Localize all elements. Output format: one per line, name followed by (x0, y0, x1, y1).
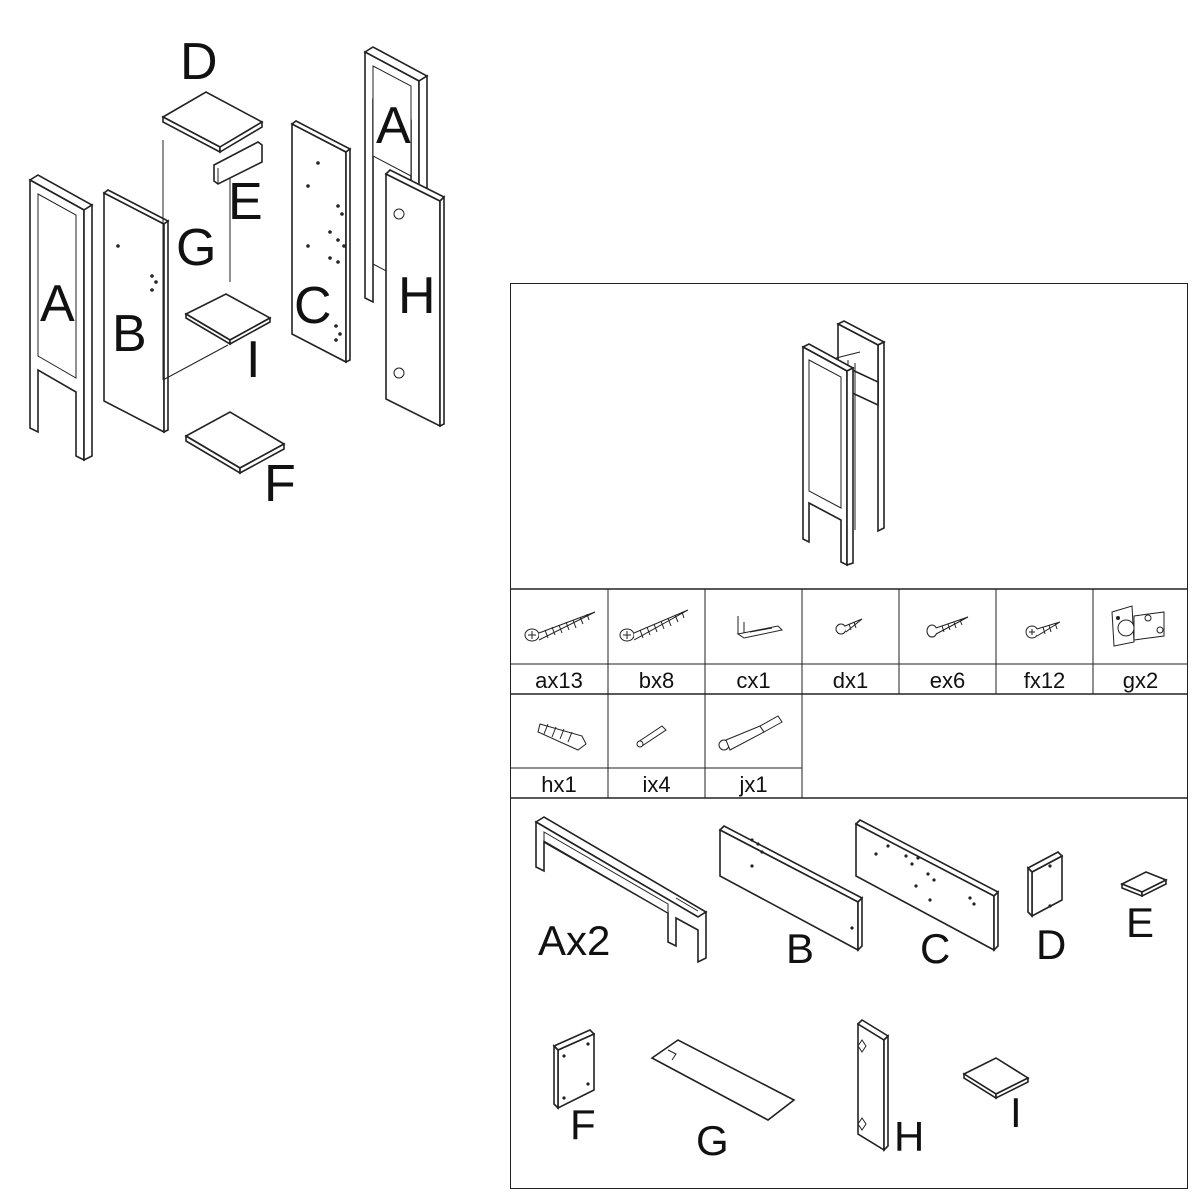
hardware-label-e: ex6 (929, 668, 966, 693)
long-screw-icon (524, 611, 596, 642)
hardware-table-grid (510, 588, 1188, 799)
panel-h (384, 169, 446, 428)
short-screw-icon (835, 618, 863, 635)
short-screw-icon (1025, 621, 1061, 639)
panel-b (102, 189, 170, 434)
part-label-i: I (1010, 1089, 1022, 1136)
hardware-label-c: cx1 (736, 668, 771, 693)
label-d: D (180, 33, 218, 91)
base-panel-f (184, 411, 286, 475)
part-b-panel (718, 825, 864, 952)
long-screw-icon (619, 609, 689, 642)
label-b: B (112, 305, 147, 363)
medium-screw-icon (926, 616, 969, 638)
hardware-label-d: dx1 (832, 668, 869, 693)
label-e: E (228, 173, 263, 231)
frame-a-left (28, 174, 94, 462)
label-h: H (398, 267, 436, 325)
bracket-icon (736, 616, 784, 639)
part-label-h: H (894, 1113, 925, 1160)
hardware-label-g: gx2 (1122, 668, 1159, 693)
part-e-rail (1120, 871, 1168, 898)
hardware-label-f: fx12 (1023, 668, 1066, 693)
frame-a-right (363, 46, 429, 304)
hardware-label-a: ax13 (535, 668, 583, 693)
rail-e (213, 141, 263, 185)
part-g-back-panel (650, 1039, 796, 1121)
label-c: C (294, 277, 332, 335)
hardware-label-j: jx1 (739, 772, 768, 797)
label-i: I (246, 331, 261, 389)
part-i-shelf (962, 1057, 1030, 1100)
top-panel-d (161, 91, 264, 154)
label-a-left: A (40, 275, 75, 333)
part-label-f: F (570, 1101, 596, 1148)
label-f: F (264, 455, 296, 513)
part-f-panel (552, 1029, 596, 1110)
hardware-label-b: bx8 (638, 668, 675, 693)
hardware-label-i: ix4 (642, 772, 671, 797)
label-g: G (176, 219, 217, 277)
panel-c (290, 120, 352, 364)
dowel-icon (636, 725, 667, 748)
assembled-cabinet (801, 320, 886, 567)
part-label-e: E (1126, 899, 1155, 946)
panel-g (162, 140, 231, 381)
part-c-panel (854, 819, 1000, 952)
hardware-label-h: hx1 (541, 772, 577, 797)
part-label-d: D (1036, 921, 1067, 968)
hinge-icon (1111, 605, 1165, 647)
parts-list-panel (510, 283, 1188, 1189)
part-label-a: Ax2 (538, 917, 611, 964)
cam-bolt-icon (718, 715, 783, 751)
label-a-right: A (376, 97, 411, 155)
part-label-b: B (786, 925, 815, 972)
part-h-panel (856, 1018, 890, 1152)
part-label-c: C (920, 925, 951, 972)
part-label-g: G (696, 1117, 729, 1164)
shelf-i (184, 293, 272, 346)
part-a-frame (534, 816, 708, 964)
part-d-panel (1026, 851, 1064, 918)
wall-plug-icon (537, 723, 587, 751)
